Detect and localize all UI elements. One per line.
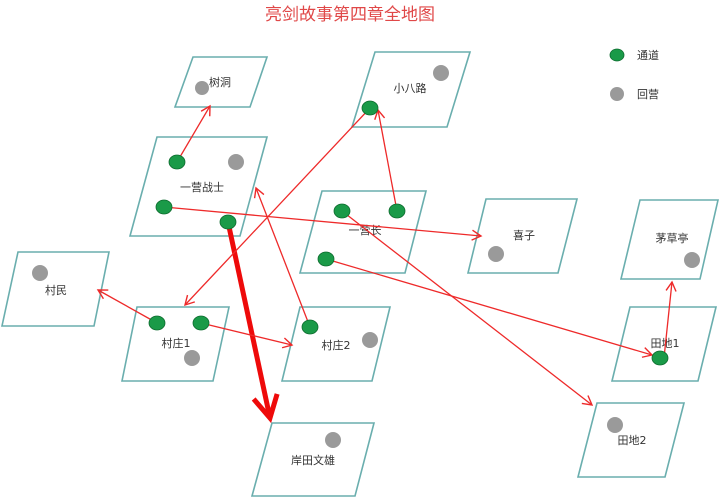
edge-arrow (325, 258, 654, 358)
edge-arrow (96, 289, 158, 324)
node-label: 村民 (45, 283, 67, 297)
passage-dot[interactable] (168, 154, 186, 170)
edges (96, 104, 677, 424)
return-camp-dot[interactable] (184, 350, 200, 366)
node-tiandi2[interactable]: 田地2 (576, 402, 686, 478)
node-label: 村庄2 (322, 338, 351, 352)
edge-arrow (163, 206, 483, 241)
node-cunzhuang2[interactable]: 村庄2 (280, 306, 392, 382)
node-antian[interactable]: 岸田文雄 (250, 422, 376, 497)
edge-arrow (176, 104, 211, 163)
passage-dot[interactable] (361, 100, 379, 116)
node-cunzhuang1[interactable]: 村庄1 (121, 306, 230, 382)
edge-arrow (374, 108, 398, 212)
map-title: 亮剑故事第四章全地图 (265, 5, 435, 25)
return-camp-dot[interactable] (325, 432, 341, 448)
return-camp-dot[interactable] (607, 417, 623, 433)
edge-arrow (200, 322, 294, 349)
return-camp-dot[interactable] (433, 65, 449, 81)
legend: 通道 回营 (609, 48, 659, 101)
passage-legend-icon (609, 48, 625, 62)
node-label: 喜子 (513, 229, 535, 242)
node-label: 一营战士 (180, 180, 224, 194)
return-camp-dot[interactable] (684, 252, 700, 268)
passage-dot[interactable] (317, 251, 335, 267)
node-label: 小八路 (394, 82, 427, 95)
edge-arrow (184, 107, 371, 307)
return-camp-legend-icon (610, 87, 624, 101)
passage-dot[interactable] (148, 315, 166, 331)
passage-dot[interactable] (301, 319, 319, 335)
node-label: 村庄1 (162, 336, 191, 350)
edge-arrow-emphasis (225, 221, 280, 424)
return-camp-dot[interactable] (228, 154, 244, 170)
node-label: 岸田文雄 (291, 453, 335, 467)
node-label: 田地2 (618, 434, 647, 447)
edge-arrow (253, 186, 311, 328)
legend-passage-label: 通道 (637, 48, 659, 62)
node-tiandi1[interactable]: 田地1 (610, 306, 718, 382)
legend-return-label: 回营 (637, 87, 659, 101)
node-yiying-zhanshi[interactable]: 一营战士 (128, 136, 269, 237)
node-label: 茅草亭 (656, 231, 689, 245)
passage-dots (148, 100, 669, 366)
passage-dot[interactable] (155, 199, 173, 215)
node-shudong[interactable]: 树洞 (173, 56, 269, 108)
node-cunmin[interactable]: 村民 (1, 251, 110, 327)
passage-dot[interactable] (388, 203, 406, 219)
return-camp-dot[interactable] (488, 246, 504, 262)
return-camp-dot[interactable] (195, 81, 209, 95)
return-camp-dot[interactable] (362, 332, 378, 348)
node-xizi[interactable]: 喜子 (466, 198, 579, 274)
edge-arrow (663, 280, 677, 359)
edge-arrow (341, 210, 594, 406)
return-camp-dot[interactable] (32, 265, 48, 281)
node-maocaoting[interactable]: 茅草亭 (619, 199, 720, 280)
passage-dot[interactable] (219, 214, 237, 230)
node-xiaobalu[interactable]: 小八路 (350, 51, 472, 128)
passage-dot[interactable] (651, 350, 669, 366)
passage-dot[interactable] (333, 203, 351, 219)
node-label: 树洞 (209, 75, 231, 89)
passage-dot[interactable] (192, 315, 210, 331)
